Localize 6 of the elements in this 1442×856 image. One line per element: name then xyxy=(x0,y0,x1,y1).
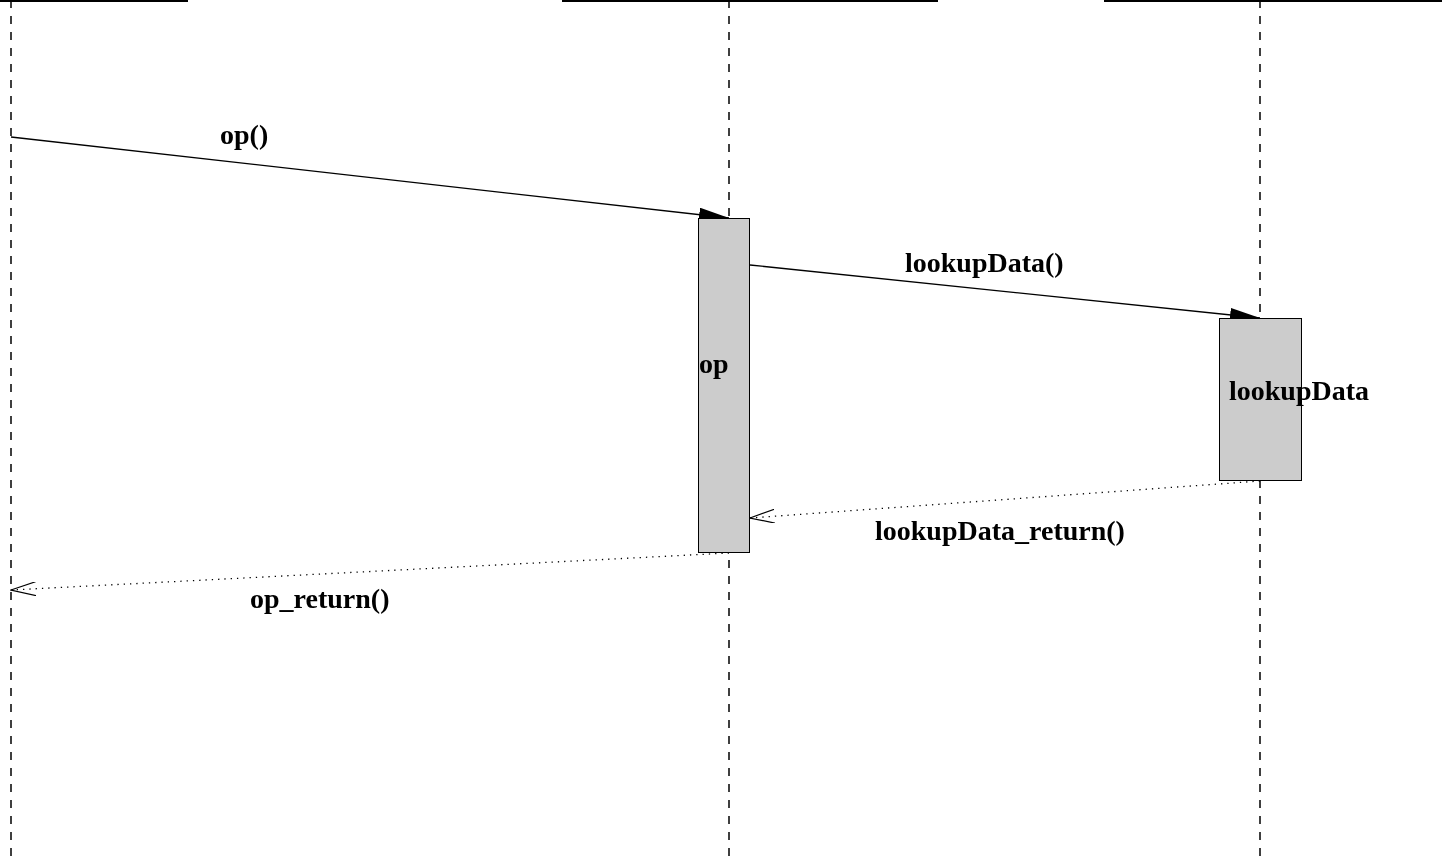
method-name: op xyxy=(699,349,729,379)
message-label: op_return() xyxy=(250,584,390,614)
message-label: op() xyxy=(220,120,269,150)
message-label: lookupData_return() xyxy=(875,516,1125,546)
activation-bar xyxy=(698,218,750,553)
message-label: lookupData() xyxy=(905,248,1064,278)
